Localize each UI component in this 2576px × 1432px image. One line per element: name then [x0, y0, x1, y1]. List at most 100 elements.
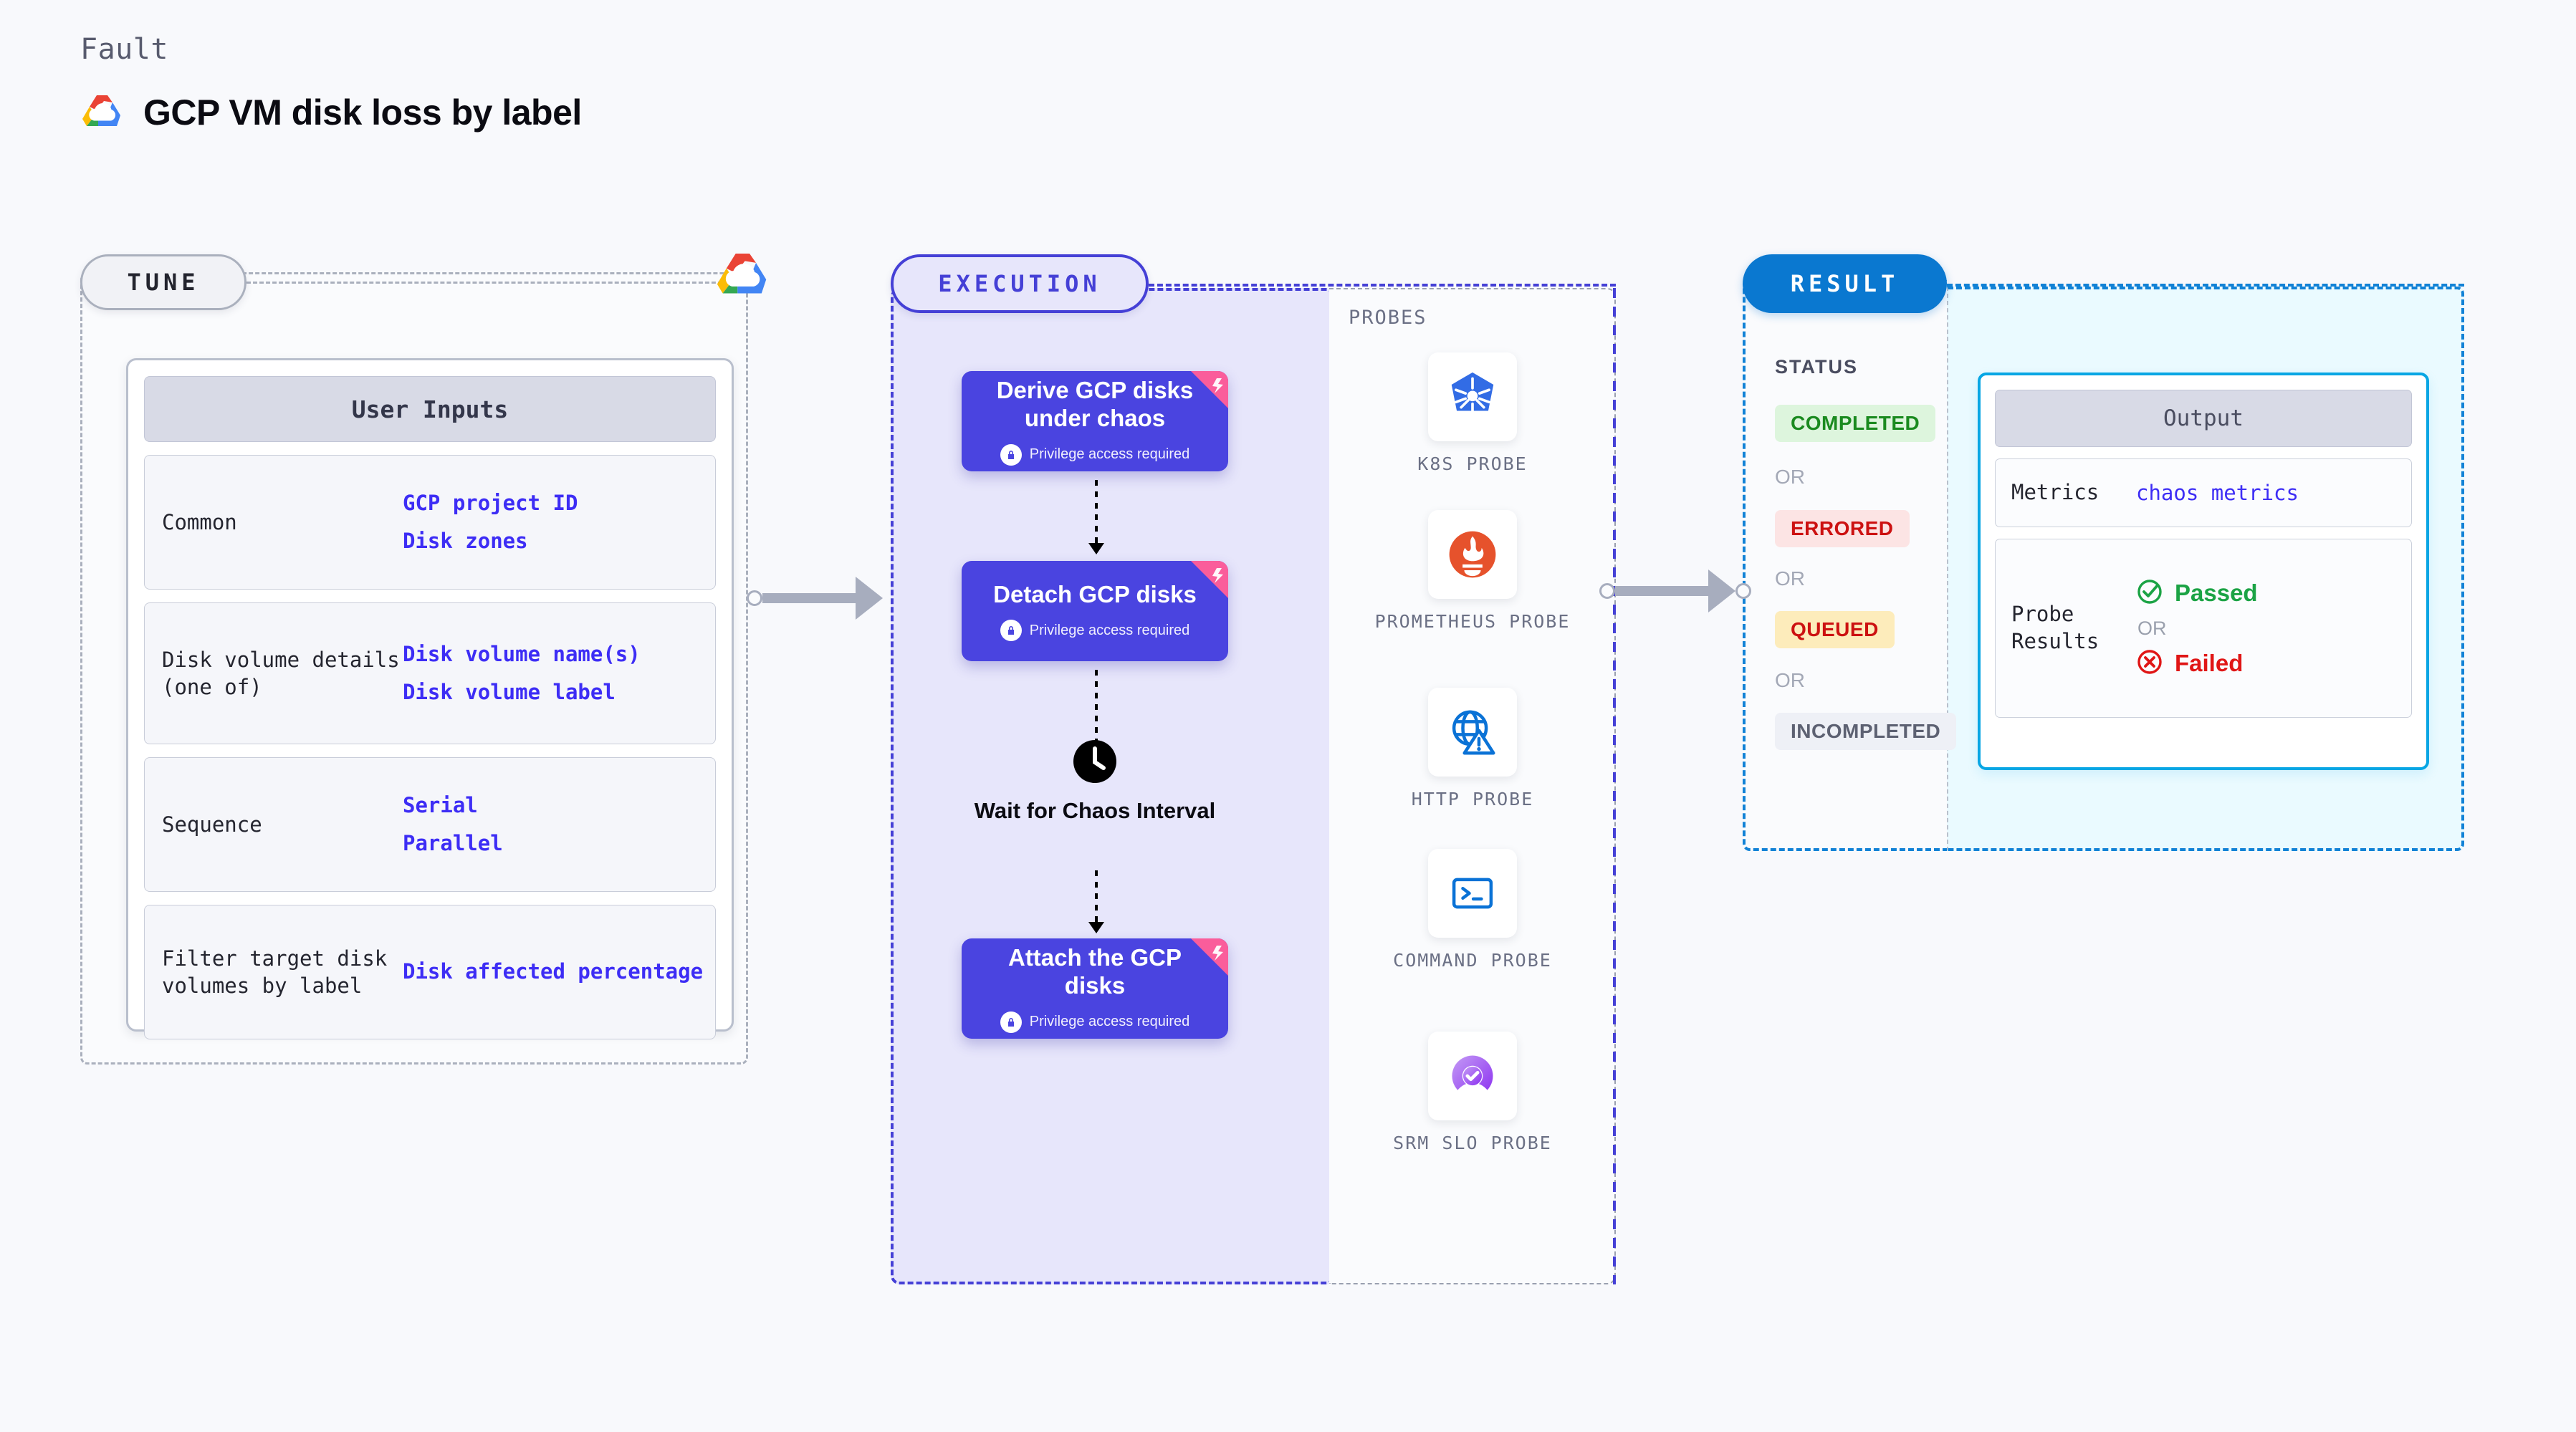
input-row-key: Disk volume details (one of) — [162, 647, 400, 699]
stage-pill-execution[interactable]: EXECUTION — [891, 254, 1149, 313]
input-value[interactable]: Disk zones — [403, 529, 528, 553]
input-value[interactable]: GCP project ID — [403, 490, 578, 515]
input-row-values: GCP project ID Disk zones — [403, 491, 715, 554]
execution-step-card[interactable]: Attach the GCP disks Privilege access re… — [962, 938, 1228, 1039]
tune-leader-line — [246, 282, 748, 284]
table-row: Disk volume details (one of) Disk volume… — [144, 602, 716, 744]
status-or-label: OR — [1775, 466, 1805, 488]
table-row: Filter target disk volumes by label Disk… — [144, 905, 716, 1039]
output-card: Output Metrics chaos metrics Probe Resul… — [1978, 373, 2429, 770]
connector-arrowhead — [1708, 570, 1735, 612]
input-row-values: Serial Parallel — [403, 793, 715, 857]
probe-item-srm-slo[interactable]: SRM SLO PROBE — [1365, 1032, 1580, 1155]
connector-tune-to-execution — [747, 577, 883, 620]
output-metrics-row: Metrics chaos metrics — [1995, 458, 2412, 527]
input-value[interactable]: Serial — [403, 792, 478, 817]
gcp-cloud-logo-icon — [80, 93, 125, 132]
input-row-key: Common — [162, 509, 237, 534]
litmus-logo-icon — [1191, 371, 1228, 408]
execution-step-card[interactable]: Detach GCP disks Privilege access requir… — [962, 561, 1228, 661]
connector-start-dot — [747, 590, 762, 606]
input-row-values: Disk affected percentage — [403, 959, 715, 984]
input-row-key: Filter target disk volumes by label — [162, 946, 388, 998]
step-title: Detach GCP disks — [993, 580, 1197, 607]
step-privilege-note: Privilege access required — [1000, 620, 1189, 642]
litmus-logo-icon — [1191, 561, 1228, 598]
lock-icon — [1000, 620, 1022, 642]
step-privilege-note: Privilege access required — [1000, 443, 1190, 466]
stage-pill-result[interactable]: RESULT — [1743, 254, 1947, 313]
input-value[interactable]: Disk volume name(s) — [403, 641, 641, 666]
probe-label: HTTP PROBE — [1411, 789, 1534, 809]
execution-step-card[interactable]: Derive GCP disks under chaos Privilege a… — [962, 371, 1228, 471]
privilege-text: Privilege access required — [1029, 446, 1190, 463]
metrics-value[interactable]: chaos metrics — [2136, 481, 2299, 505]
terminal-icon — [1428, 849, 1517, 938]
table-row: Sequence Serial Parallel — [144, 757, 716, 892]
arrow-stem — [1095, 870, 1098, 922]
passed-label: Passed — [2175, 580, 2258, 606]
wait-for-chaos-interval: Wait for Chaos Interval — [962, 738, 1228, 824]
status-or-label: OR — [1775, 567, 1805, 590]
status-badge: INCOMPLETED — [1775, 713, 1957, 750]
probe-item-http[interactable]: HTTP PROBE — [1365, 688, 1580, 812]
srm-slo-icon — [1428, 1032, 1517, 1120]
metrics-key: Metrics — [2011, 480, 2099, 505]
privilege-text: Privilege access required — [1029, 1014, 1190, 1030]
probe-label: COMMAND PROBE — [1393, 950, 1552, 971]
probes-panel-right-edge — [1613, 288, 1616, 1284]
probe-item-k8s[interactable]: K8S PROBE — [1365, 352, 1580, 476]
http-globe-icon — [1428, 688, 1517, 777]
user-inputs-title: User Inputs — [144, 376, 716, 442]
prometheus-icon — [1428, 510, 1517, 599]
page-title: GCP VM disk loss by label — [143, 92, 582, 133]
connector-bar — [762, 593, 856, 603]
input-row-values: Disk volume name(s) Disk volume label — [403, 642, 715, 706]
probe-label: K8S PROBE — [1417, 453, 1528, 474]
probes-panel — [1329, 288, 1616, 1284]
result-status-panel — [1743, 278, 1947, 851]
probe-results-key: Probe Results — [2011, 602, 2099, 653]
input-value[interactable]: Parallel — [403, 831, 503, 855]
probe-item-command[interactable]: COMMAND PROBE — [1365, 849, 1580, 973]
probe-results-values: Passed OR Failed — [2136, 578, 2411, 679]
output-title: Output — [1995, 390, 2412, 447]
connector-bar — [1615, 586, 1708, 596]
step-title: Attach the GCP disks — [1007, 944, 1182, 999]
kubernetes-icon — [1428, 352, 1517, 441]
probe-label: PROMETHEUS PROBE — [1374, 611, 1571, 632]
lock-icon — [1000, 443, 1022, 466]
step-title: Derive GCP disks under chaos — [996, 377, 1194, 431]
probe-label: SRM SLO PROBE — [1393, 1133, 1552, 1153]
clock-icon — [1071, 740, 1119, 788]
arrow-tip — [1088, 922, 1104, 933]
input-value[interactable]: Disk affected percentage — [403, 959, 704, 984]
connector-execution-to-result — [1599, 570, 1751, 612]
probe-result-failed: Failed — [2136, 648, 2411, 679]
connector-start-dot — [1599, 583, 1615, 599]
arrow-stem — [1095, 670, 1098, 744]
table-row: Common GCP project ID Disk zones — [144, 455, 716, 590]
arrow-stem — [1095, 480, 1098, 543]
wait-label: Wait for Chaos Interval — [974, 798, 1216, 823]
status-badge: ERRORED — [1775, 510, 1910, 547]
metrics-value-wrap: chaos metrics — [2136, 481, 2411, 505]
status-label: STATUS — [1775, 356, 1858, 378]
user-inputs-card: User Inputs Common GCP project ID Disk z… — [126, 358, 734, 1039]
page-eyebrow: Fault — [80, 33, 168, 66]
probes-section-label: PROBES — [1349, 307, 1427, 329]
x-circle-icon — [2136, 648, 2163, 679]
litmus-logo-icon — [1191, 938, 1228, 976]
stage-pill-tune[interactable]: TUNE — [80, 254, 246, 310]
lock-icon — [1000, 1011, 1022, 1033]
connector-end-dot — [1735, 583, 1751, 599]
probe-item-prometheus[interactable]: PROMETHEUS PROBE — [1365, 510, 1580, 634]
input-value[interactable]: Disk volume label — [403, 680, 616, 704]
connector-arrowhead — [856, 577, 883, 620]
probe-result-passed: Passed — [2136, 578, 2411, 609]
status-badge: COMPLETED — [1775, 405, 1936, 442]
status-badge: QUEUED — [1775, 611, 1895, 648]
failed-label: Failed — [2175, 650, 2244, 676]
arrow-tip — [1088, 543, 1104, 554]
